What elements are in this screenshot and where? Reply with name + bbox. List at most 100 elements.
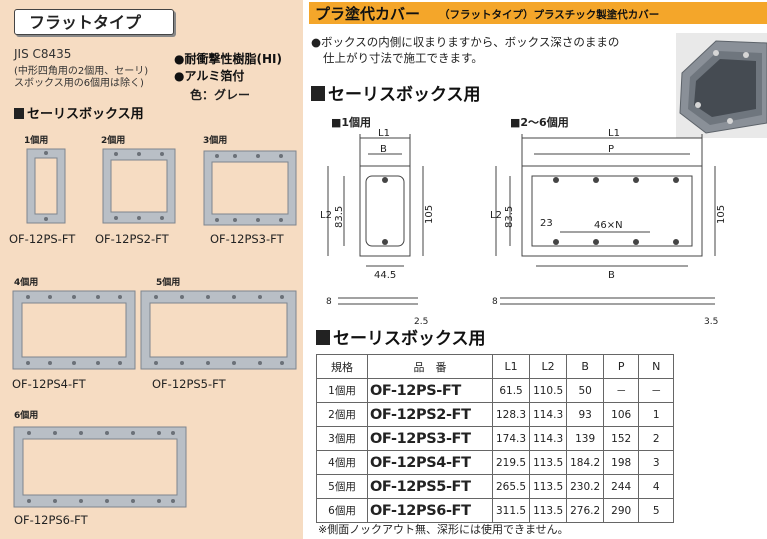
col-header: L1 [491,354,531,379]
dim-P-multi: P [608,144,614,155]
cell-L1: 61.5 [491,378,531,403]
cell-L2: 110.5 [529,378,568,403]
count-1: 1個用 [24,136,49,146]
dim-835-multi: 83.5 [504,206,515,228]
jis-standard: JIS C8435 [14,47,72,61]
dim-35-multi: 3.5 [704,317,718,327]
plate-image-3 [203,150,297,226]
dim-B-multi: B [608,270,615,281]
diagram-single: L1 B L2 83.5 105 44.5 8 2.5 [320,128,435,327]
model-4: OF-12PS4-FT [12,377,86,391]
cell-N: 4 [638,474,675,499]
cell-spec: 2個用 [316,402,368,427]
table-row: 4個用 OF-12PS4-FT 219.5 113.5 184.2 198 3 [316,450,675,475]
feature-resin: ●耐衝撃性樹脂(HI) [174,52,282,66]
cell-L2: 114.3 [529,426,568,451]
cell-model: OF-12PS6-FT [367,498,493,523]
cell-P: 152 [603,426,640,451]
cell-B: 184.2 [566,450,605,475]
cell-model: OF-12PS5-FT [367,474,493,499]
cell-spec: 5個用 [316,474,368,499]
cell-N: 1 [638,402,675,427]
dim-46n-multi: 46×N [594,220,623,231]
cell-B: 276.2 [566,498,605,523]
cell-L2: 113.5 [529,474,568,499]
right-section-heading: セーリスボックス用 [311,80,481,105]
plate-image-5 [140,290,297,370]
dim-445-single: 44.5 [374,270,396,281]
spec-table: 規格 品 番 L1 L2 B P N 1個用 OF-12PS-FT 61.5 1… [316,354,675,523]
bullet-line1: ●ボックスの内側に収まりますから、ボックス深さのままの [311,35,620,49]
count-5: 5個用 [156,278,181,288]
count-3: 3個用 [203,136,228,146]
bullet-line2: 仕上がり寸法で施工できます。 [323,51,483,65]
col-header: P [603,354,640,379]
diagram-label-multi: ■2～6個用 [510,116,569,129]
diagram-multi: L1 P L2 83.5 105 23 46×N B 8 3.5 [490,128,727,327]
cell-N: － [638,378,675,403]
table-heading: セーリスボックス用 [316,324,486,349]
left-panel: フラットタイプ JIS C8435 (中形四角用の2個用、セーリ) スボックス用… [0,0,303,539]
model-3: OF-12PS3-FT [210,232,284,246]
cell-P: 106 [603,402,640,427]
jis-note-line2: スボックス用の6個用は除く) [14,78,144,89]
plate-image-4 [12,290,136,370]
cell-B: 230.2 [566,474,605,499]
cell-P: 198 [603,450,640,475]
cell-L2: 114.3 [529,402,568,427]
color-label: 色：グレー [190,88,251,102]
count-2: 2個用 [101,136,126,146]
plate-image-1 [26,148,66,224]
footnote: ※側面ノックアウト無、深形には使用できません。 [318,523,569,536]
product-photo [676,33,767,138]
dim-L2-multi: L2 [490,210,502,221]
table-row: 3個用 OF-12PS3-FT 174.3 114.3 139 152 2 [316,426,675,451]
cell-L1: 174.3 [491,426,531,451]
title-bar: プラ塗代カバー （フラットタイプ）プラスチック製塗代カバー [309,2,767,24]
col-header: L2 [529,354,568,379]
type-tag: フラットタイプ [14,9,174,35]
left-section-heading: セーリスボックス用 [14,103,144,122]
cell-spec: 3個用 [316,426,368,451]
table-header-row: 規格 品 番 L1 L2 B P N [316,354,675,379]
table-row: 6個用 OF-12PS6-FT 311.5 113.5 276.2 290 5 [316,498,675,523]
dim-L2-single: L2 [320,210,332,221]
cell-L1: 219.5 [491,450,531,475]
title-sub: （フラットタイプ）プラスチック製塗代カバー [439,9,660,21]
cell-N: 3 [638,450,675,475]
cell-N: 5 [638,498,675,523]
dim-8-multi: 8 [492,297,498,307]
cell-L2: 113.5 [529,450,568,475]
cell-L2: 113.5 [529,498,568,523]
plate-image-6 [13,426,187,508]
dim-105-multi: 105 [716,205,727,224]
table-row: 1個用 OF-12PS-FT 61.5 110.5 50 － － [316,378,675,403]
model-1: OF-12PS-FT [9,232,76,246]
col-header: N [638,354,675,379]
col-header: 規格 [316,354,368,379]
cell-P: 244 [603,474,640,499]
model-6: OF-12PS6-FT [14,513,88,527]
cell-N: 2 [638,426,675,451]
dim-B-single: B [380,144,387,155]
dim-835-single: 83.5 [334,206,345,228]
cell-B: 93 [566,402,605,427]
dim-8-single: 8 [326,297,332,307]
title-main: プラ塗代カバー [315,5,421,23]
plate-image-2 [102,148,176,224]
cell-model: OF-12PS-FT [367,378,493,403]
model-5: OF-12PS5-FT [152,377,226,391]
cell-B: 139 [566,426,605,451]
cell-P: 290 [603,498,640,523]
col-header: 品 番 [367,354,493,379]
cell-model: OF-12PS2-FT [367,402,493,427]
dim-25-single: 2.5 [414,317,428,327]
table-row: 5個用 OF-12PS5-FT 265.5 113.5 230.2 244 4 [316,474,675,499]
cell-model: OF-12PS4-FT [367,450,493,475]
cell-P: － [603,378,640,403]
cell-B: 50 [566,378,605,403]
feature-foil: ●アルミ箔付 [174,69,245,83]
cell-spec: 1個用 [316,378,368,403]
cell-L1: 311.5 [491,498,531,523]
cell-model: OF-12PS3-FT [367,426,493,451]
